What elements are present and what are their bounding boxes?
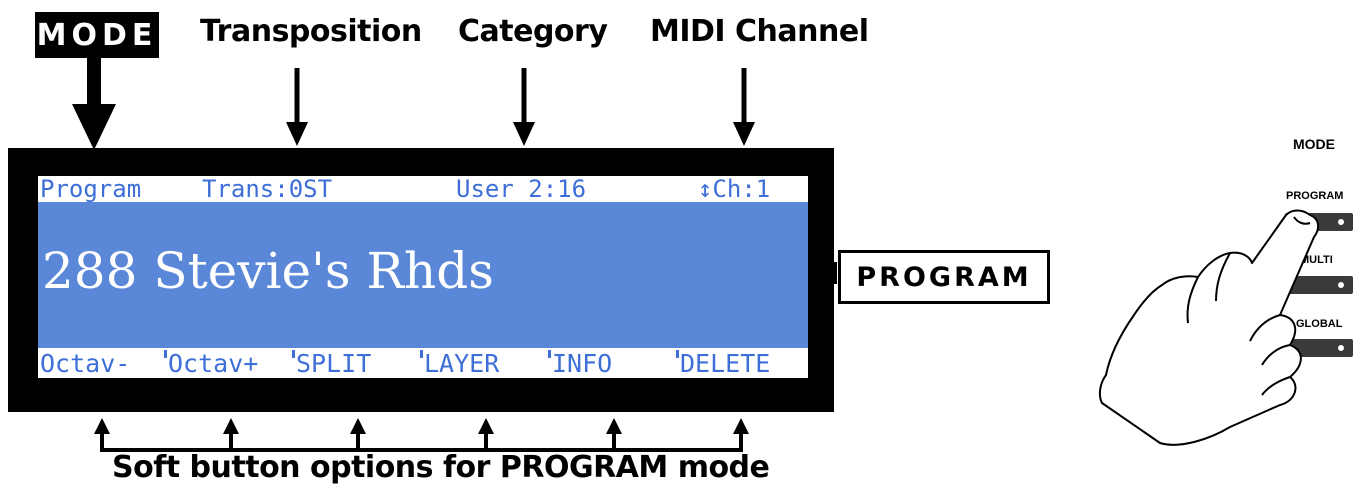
soft-button-octav-up[interactable]: Octav+ [168,349,259,378]
status-mode: Program [40,175,142,203]
soft-separator [292,350,295,358]
program-name: 288 Stevie's Rhds [42,242,494,300]
panel-global-button[interactable] [1285,339,1353,357]
mode-arrow [72,58,116,150]
mode-label: MODE [35,12,159,58]
panel-program-label: PROGRAM [1286,190,1344,202]
category-arrow [513,68,535,146]
soft-button-caption: Soft button options for PROGRAM mode [112,450,770,485]
led-indicator [1338,345,1344,351]
soft-button-layer[interactable]: LAYER [424,349,500,378]
lcd-status-bar: Program Trans:0ST User 2:16 ↕Ch:1 [38,176,808,202]
lcd-main-area: 288 Stevie's Rhds [38,202,808,348]
soft-button-split[interactable]: SPLIT [296,349,372,378]
status-transposition: Trans:0ST [202,175,333,203]
category-label: Category [458,14,608,49]
transposition-arrow [286,68,308,146]
pressing-hand-icon [1098,209,1320,446]
soft-separator [676,350,679,358]
soft-button-bracket [94,418,749,452]
panel-multi-label: MULTI [1300,254,1333,266]
led-indicator [1338,219,1344,225]
soft-separator [420,350,423,358]
midi-channel-arrow [733,68,755,146]
soft-separator [164,350,167,358]
soft-button-delete[interactable]: DELETE [680,349,771,378]
soft-button-octav-down[interactable]: Octav- [40,349,131,378]
panel-mode-title: MODE [1293,136,1335,152]
program-callout: PROGRAM [838,250,1050,304]
status-category: User 2:16 [456,175,587,203]
transposition-label: Transposition [200,14,422,49]
soft-button-row: Octav- Octav+ SPLIT LAYER INFO DELETE [38,348,808,378]
led-indicator [1338,282,1344,288]
status-midi-channel: ↕Ch:1 [698,175,771,203]
midi-channel-label: MIDI Channel [650,14,869,49]
panel-multi-button[interactable] [1285,276,1353,294]
soft-separator [548,350,551,358]
soft-button-info[interactable]: INFO [552,349,613,378]
panel-global-label: GLOBAL [1296,318,1343,330]
